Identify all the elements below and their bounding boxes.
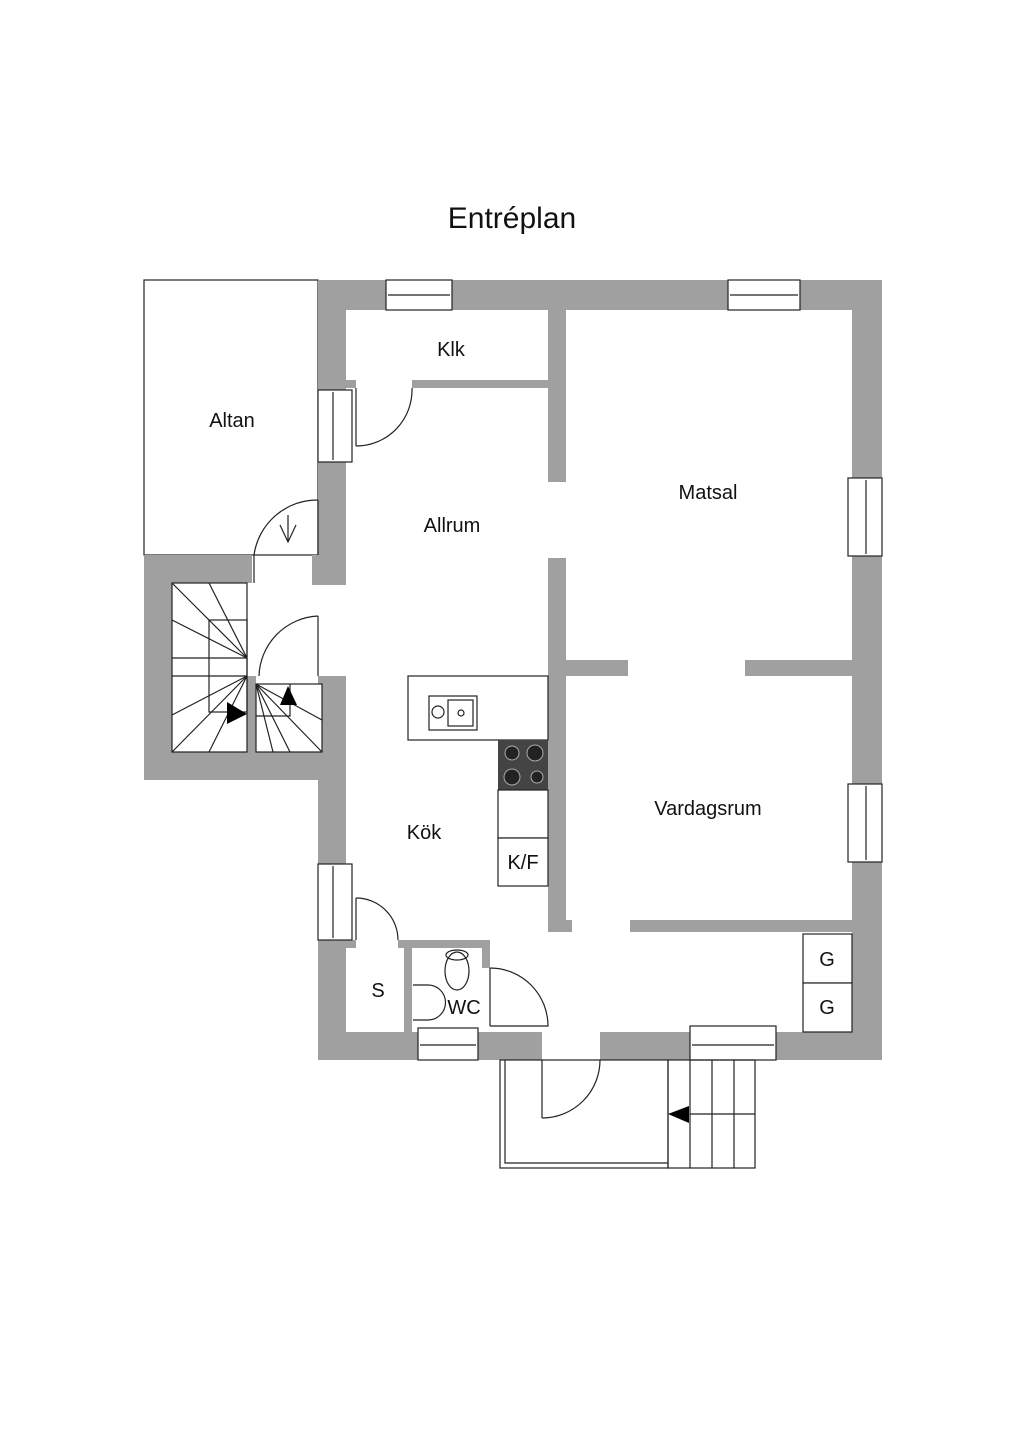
kitchen-fixtures: [407, 675, 549, 887]
room-label-wc: WC: [447, 997, 480, 1019]
interior-stairs: [171, 582, 323, 753]
entrance-porch: [499, 1059, 756, 1169]
arrow-left-icon: [668, 1106, 689, 1123]
room-label-altan: Altan: [209, 410, 255, 432]
room-label-kok: Kök: [407, 822, 442, 844]
label-g-1: G: [819, 949, 835, 971]
washbasin-icon: [413, 984, 447, 1021]
window-allrum: [317, 389, 353, 463]
doors: [253, 387, 601, 1119]
window-entry: [689, 1025, 777, 1061]
window-kok: [317, 863, 353, 941]
room-label-allrum: Allrum: [424, 515, 481, 537]
room-label-matsal: Matsal: [679, 482, 738, 504]
window-matsal-side: [847, 477, 883, 557]
arrow-down-icon: [279, 515, 297, 544]
room-label-klk: Klk: [437, 339, 466, 361]
window-wc: [417, 1027, 479, 1061]
g-box-1: [802, 933, 853, 984]
altan-area: [143, 279, 319, 556]
sink-icon: [428, 695, 478, 731]
room-label-s: S: [371, 980, 384, 1002]
g-box-2: [802, 982, 853, 1033]
label-g-2: G: [819, 997, 835, 1019]
room-label-vardagsrum: Vardagsrum: [654, 798, 761, 820]
toilet-icon: [444, 951, 470, 991]
fridge-freezer: [497, 837, 549, 887]
wc-fixtures: [413, 949, 470, 1021]
window-vardagsrum: [847, 783, 883, 863]
label-kf: K/F: [507, 852, 538, 874]
floor-plan-title: Entréplan: [447, 202, 577, 235]
windows: [317, 279, 883, 1061]
